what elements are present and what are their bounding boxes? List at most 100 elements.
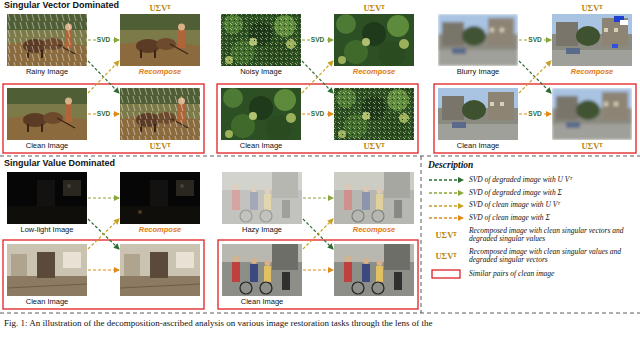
noisy-photo [221,14,301,67]
legend-text: SVD of clean image with Σ [466,214,550,223]
divider [0,313,640,314]
recomposed-photo [120,172,200,224]
recomposed-photo [334,172,414,224]
image-panel: Recompose [334,172,414,224]
edge-label: SVD [310,37,325,44]
legend-arrow [427,176,465,184]
image-panel: Blurry Image [438,14,518,66]
image-panel [120,244,200,296]
image-panel: UΣVᵀRecompose [552,14,632,66]
figure-caption: Fig. 1: An illustration of the decomposi… [4,318,636,329]
image-panel: UΣVᵀ [552,88,632,140]
matrix-symbol: UΣVᵀ [435,251,456,261]
edge-label: SVD [96,37,111,44]
svd-arrow [88,61,119,93]
clean-photo [7,88,87,140]
image-label: Clean Image [240,142,283,150]
svd-arrow [88,269,119,270]
image-panel: Clean Image [7,244,87,296]
matrix-symbol: UΣVᵀ [581,4,602,13]
image-panel: Clean Image [221,88,301,140]
legend-row: SVD of clean image with U Vᵀ [426,201,638,210]
legend-arrow [427,202,465,210]
image-label: Clean Image [241,298,284,306]
section-heading: Singular Value Dominated [4,159,115,169]
image-panel: UΣVᵀRecompose [334,14,414,66]
image-panel: Rainy Image [7,14,87,66]
recomposed-photo [552,14,632,66]
recomposed-photo [120,14,200,66]
svd-arrow [302,61,333,93]
image-label: Clean Image [457,142,500,150]
edge-label: SVD [527,111,542,118]
clean-photo [438,88,518,140]
legend-box [431,269,461,279]
image-label: Hazy Image [242,226,282,234]
matrix-symbol: UΣVᵀ [363,4,384,13]
image-label: Rainy Image [26,68,68,76]
recomposed-photo [334,244,414,296]
svd-arrow [88,61,119,93]
similar-pair-box [217,84,418,153]
legend-row: UΣVᵀRecomposed image with clean singular… [426,248,638,265]
recomposed-photo [120,88,200,140]
divider [0,156,640,157]
hazy-photo [222,172,302,224]
image-label: Noisy Image [240,68,282,76]
legend-row: Similar pairs of clean image [426,269,638,279]
low-light-photo [7,172,87,224]
recompose-label: Recompose [353,68,396,76]
svd-arrow [303,219,333,249]
image-panel: Clean Image [438,88,518,140]
edge-label: SVD [96,111,111,118]
edge-label: SVD [310,111,325,118]
panel-heading: Description [428,160,473,170]
recompose-label: Recompose [139,68,182,76]
clean-photo [7,244,87,296]
matrix-symbol: UΣVᵀ [149,4,170,13]
image-label: Clean Image [26,298,69,306]
blurry-photo [438,14,518,66]
clean-photo [222,244,302,296]
recomposed-photo [334,88,414,141]
matrix-symbol: UΣVᵀ [363,142,384,151]
image-panel [334,244,414,296]
legend-sample [426,176,466,184]
svd-arrow [303,269,333,270]
image-label: Clean Image [26,142,69,150]
legend-sample [426,202,466,210]
legend-row: SVD of degraded image with Σ [426,189,638,198]
similar-pair-box [434,84,636,153]
svd-arrow [519,61,551,93]
legend-arrow [427,214,465,222]
legend-row: SVD of degraded image with U Vᵀ [426,176,638,185]
legend-text: SVD of degraded image with U Vᵀ [466,176,572,185]
svd-arrow [303,219,333,249]
legend-text: SVD of degraded image with Σ [466,189,562,198]
matrix-symbol: UΣVᵀ [149,142,170,151]
image-panel: Recompose [120,172,200,224]
similar-pair-box [218,240,418,309]
clean-photo [221,88,301,141]
edge-label: SVD [527,37,542,44]
legend-sample: UΣVᵀ [426,251,466,261]
recompose-label: Recompose [571,68,614,76]
image-panel: UΣVᵀRecompose [120,14,200,66]
matrix-symbol: UΣVᵀ [581,142,602,151]
rainy-photo [7,14,87,66]
svd-arrow [88,197,119,198]
image-label: Low-light Image [21,226,74,234]
image-panel: Clean Image [7,88,87,140]
svd-arrow [88,219,119,249]
svd-arrow [302,61,333,93]
image-label: Blurry Image [457,68,500,76]
recompose-label: Recompose [353,226,396,234]
legend: SVD of degraded image with U Vᵀ SVD of de… [426,176,638,283]
similar-pair-box [3,240,204,309]
legend-row: SVD of clean image with Σ [426,214,638,223]
svd-arrow [88,219,119,249]
legend-text: Recomposed image with clean singular vec… [466,227,638,244]
svd-arrow [303,197,333,198]
recomposed-photo [552,88,632,140]
